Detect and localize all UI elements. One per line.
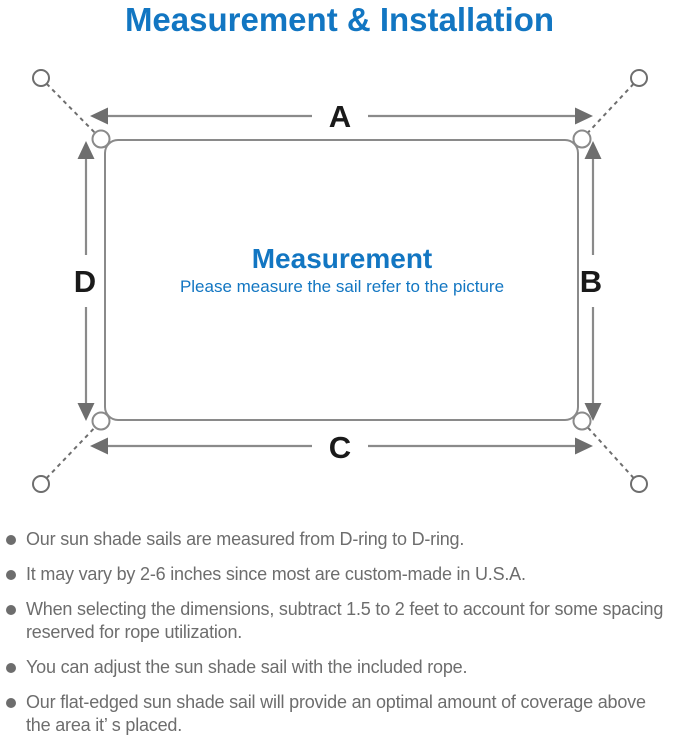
note-text: When selecting the dimensions, subtract … <box>26 599 664 642</box>
note-text: Our sun shade sails are measured from D-… <box>26 529 465 549</box>
anchor-circle-bottom-left <box>32 475 50 493</box>
measurement-diagram: A C D B Measurement Please measure the s… <box>32 69 648 493</box>
note-text: You can adjust the sun shade sail with t… <box>26 657 468 677</box>
bullet-icon <box>6 535 16 545</box>
list-item: Our sun shade sails are measured from D-… <box>6 528 672 551</box>
arrow-down-icon <box>584 403 602 421</box>
note-text: It may vary by 2-6 inches since most are… <box>26 564 526 584</box>
dring-top-left <box>91 129 111 149</box>
list-item: Our flat-edged sun shade sail will provi… <box>6 691 672 737</box>
notes-list: Our sun shade sails are measured from D-… <box>6 528 672 739</box>
tether-dashed-line-bottom-right <box>581 420 640 485</box>
page-title: Measurement & Installation <box>124 1 555 38</box>
dim-label-a: A <box>329 99 351 134</box>
sail-outline <box>104 139 579 421</box>
bullet-icon <box>6 698 16 708</box>
bullet-icon <box>6 570 16 580</box>
tether-dashed-line-top-left <box>40 77 102 140</box>
arrow-left-icon <box>90 107 108 125</box>
anchor-circle-bottom-right <box>630 475 648 493</box>
dring-bottom-right <box>572 411 592 431</box>
anchor-circle-top-right <box>630 69 648 87</box>
arrow-up-icon <box>77 141 95 159</box>
bullet-icon <box>6 663 16 673</box>
tether-dashed-line-top-right <box>581 77 640 140</box>
dring-top-right <box>572 129 592 149</box>
arrow-left-icon <box>90 437 108 455</box>
dim-label-c: C <box>329 430 351 465</box>
anchor-circle-top-left <box>32 69 50 87</box>
diagram-center-title: Measurement <box>252 243 433 274</box>
dring-bottom-left <box>91 411 111 431</box>
list-item: You can adjust the sun shade sail with t… <box>6 656 672 679</box>
arrow-right-icon <box>575 107 593 125</box>
tether-dashed-line-bottom-left <box>40 420 102 485</box>
bullet-icon <box>6 605 16 615</box>
dim-label-b: B <box>580 264 602 299</box>
arrow-up-icon <box>584 141 602 159</box>
arrow-down-icon <box>77 403 95 421</box>
arrow-right-icon <box>575 437 593 455</box>
list-item: It may vary by 2-6 inches since most are… <box>6 563 672 586</box>
list-item: When selecting the dimensions, subtract … <box>6 598 672 644</box>
diagram-center-subtitle: Please measure the sail refer to the pic… <box>180 277 504 296</box>
note-text: Our flat-edged sun shade sail will provi… <box>26 692 646 735</box>
dim-label-d: D <box>74 264 96 299</box>
